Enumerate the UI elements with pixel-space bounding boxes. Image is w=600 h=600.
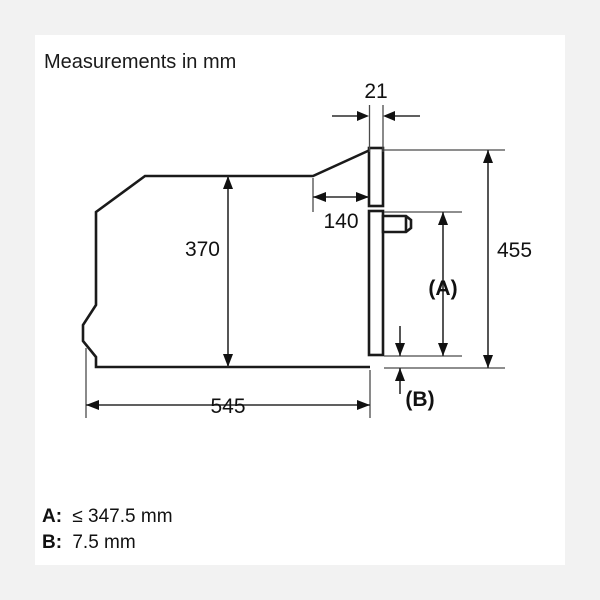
dimension-b-label: (B) (405, 388, 434, 411)
legend-value-b: 7.5 mm (72, 532, 135, 553)
dimension-370-label: 370 (185, 238, 220, 261)
dimension-370: 370 (185, 176, 233, 367)
legend: A: ≤ 347.5 mm B: 7.5 mm (42, 506, 173, 553)
dimension-140-label: 140 (323, 210, 358, 233)
dimension-455: 455 (384, 149, 532, 369)
legend-key-b: B: (42, 532, 62, 553)
door-handle (381, 214, 413, 234)
oven-body-outline (81, 148, 371, 369)
door-lower-panel (367, 209, 385, 357)
dimension-b: (B) (395, 326, 435, 411)
page-title: Measurements in mm (44, 51, 236, 73)
dimension-545-label: 545 (210, 395, 245, 418)
legend-row-b: B: 7.5 mm (42, 532, 136, 553)
dimension-140: 140 (312, 178, 369, 233)
dimension-545: 545 (85, 348, 371, 418)
door-upper-block (367, 146, 385, 208)
dimension-a-label: (A) (428, 277, 457, 300)
legend-row-a: A: ≤ 347.5 mm (42, 506, 173, 527)
legend-key-a: A: (42, 506, 62, 527)
dimension-21: 21 (332, 80, 420, 152)
dimension-455-label: 455 (497, 239, 532, 262)
dimension-21-label: 21 (364, 80, 387, 103)
drawing-panel (35, 35, 565, 565)
legend-value-a: ≤ 347.5 mm (72, 506, 172, 527)
dimension-a: (A) (384, 211, 462, 357)
